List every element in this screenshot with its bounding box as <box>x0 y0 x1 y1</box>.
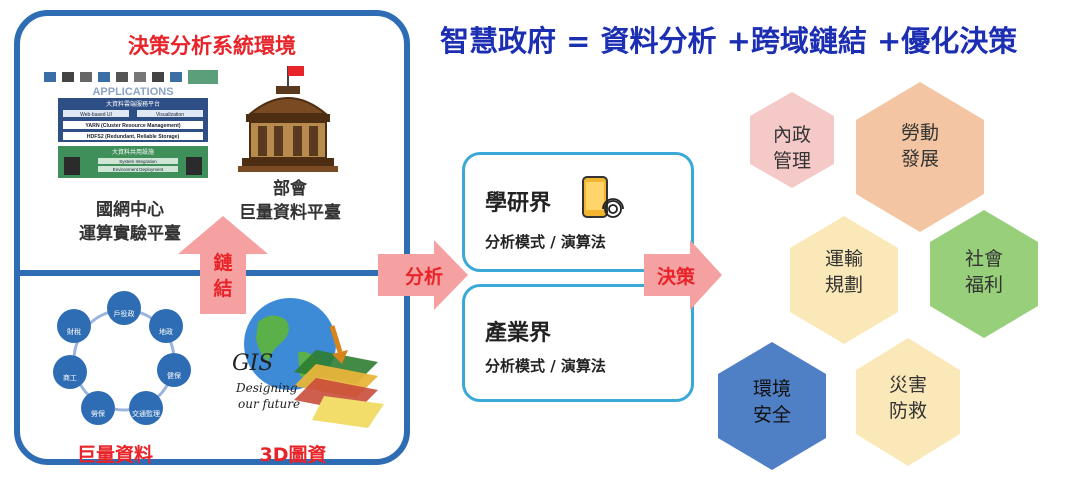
hexagon-interior-line1: 內政 <box>772 124 811 146</box>
wheel-item-traffic: 交通監理 <box>132 409 160 418</box>
platform-label: 大資料雲端服務平台 <box>106 100 160 108</box>
visualization-label: Visualization <box>156 112 184 118</box>
hexagon-disaster-label: 災害 防救 <box>868 372 948 424</box>
wheel-item-commerce: 商工 <box>63 373 77 382</box>
yarn-label: YARN (Cluster Resource Management) <box>85 123 180 129</box>
data-source-wheel: 戶役政 地政 健保 交通監理 勞保 商工 財稅 <box>53 291 191 425</box>
wheel-item-health: 健保 <box>167 371 181 380</box>
nchc-caption: 國網中心 運算實驗平臺 <box>40 198 220 246</box>
web-ui-label: Web-based UI <box>80 112 112 118</box>
link-arrow-label-line1: 鏈 <box>213 252 233 274</box>
nchc-caption-line1: 國網中心 <box>96 200 164 220</box>
gis-tagline-1: Designing <box>235 381 298 395</box>
system-environment-box <box>14 10 410 465</box>
application-icons <box>44 70 218 84</box>
hexagon-transport-line2: 規劃 <box>824 274 863 296</box>
hexagon-welfare <box>930 210 1038 338</box>
academia-title: 學研界 <box>485 191 552 216</box>
hexagon-transport-label: 運輸 規劃 <box>804 246 884 298</box>
industry-box: 產業界 分析模式 / 演算法 <box>462 284 694 402</box>
wheel-item-tax: 財稅 <box>67 327 81 336</box>
decision-arrow-label: 決策 <box>656 266 695 288</box>
hexagon-transport-line1: 運輸 <box>824 248 863 270</box>
hexagon-transport <box>790 216 898 344</box>
analysis-arrow-label: 分析 <box>404 266 443 288</box>
hexagon-interior-line2: 管理 <box>772 150 811 172</box>
hexagon-disaster-line2: 防救 <box>888 400 927 422</box>
academia-box: 學研界 分析模式 / 演算法 <box>462 152 694 272</box>
ministry-caption-line1: 部會 <box>273 179 307 199</box>
hexagon-interior <box>750 92 834 188</box>
analysis-arrow <box>378 240 468 310</box>
hexagon-labor-line2: 發展 <box>900 148 939 170</box>
hexagon-disaster-line1: 災害 <box>888 374 927 396</box>
page-title: 智慧政府 = 資料分析 +跨域鏈結 +優化決策 <box>440 24 1018 58</box>
hexagon-welfare-line2: 福利 <box>964 274 1003 296</box>
ministry-caption: 部會 巨量資料平臺 <box>205 177 375 225</box>
wheel-item-household: 戶役政 <box>114 309 135 318</box>
deployment-label: Environment Deployment <box>113 167 164 172</box>
hexagon-interior-label: 內政 管理 <box>752 122 832 174</box>
system-integration-label: System Integration <box>119 159 157 164</box>
industry-subtitle: 分析模式 / 演算法 <box>485 357 606 375</box>
wheel-nodes <box>53 291 191 425</box>
applications-label: APPLICATIONS <box>92 86 173 98</box>
fingerprint-phone-icon <box>582 176 624 218</box>
hexagon-disaster <box>856 338 960 466</box>
wheel-item-land: 地政 <box>159 327 173 336</box>
industry-title: 產業界 <box>485 321 552 346</box>
nchc-stack-diagram: APPLICATIONS 大資料雲端服務平台 Web-based UI Visu… <box>44 70 218 178</box>
wheel-item-labor: 勞保 <box>91 409 105 418</box>
system-title: 決策分析系統環境 <box>128 34 296 58</box>
government-building-icon <box>238 66 338 172</box>
ministry-caption-line2: 巨量資料平臺 <box>239 203 341 223</box>
hexagon-labor <box>856 82 984 232</box>
gis-logo: GIS <box>232 351 273 376</box>
decision-arrow <box>644 240 722 310</box>
hdfs-label: HDFS2 (Redundant, Reliable Storage) <box>87 134 180 140</box>
hexagon-environment-line1: 環境 <box>752 378 791 400</box>
link-arrow-label: 鏈 結 <box>200 250 246 302</box>
gis-3d-label: 3D圖資 <box>259 444 327 466</box>
nchc-caption-line2: 運算實驗平臺 <box>79 224 181 244</box>
policy-hexagons <box>718 82 1038 470</box>
hexagon-welfare-label: 社會 福利 <box>944 246 1024 298</box>
link-arrow <box>178 216 268 314</box>
hexagon-environment-label: 環境 安全 <box>732 376 812 428</box>
link-arrow-label-line2: 結 <box>213 278 233 300</box>
hexagon-labor-line1: 勞動 <box>900 122 939 144</box>
gis-illustration: GIS Designing our future <box>232 298 384 428</box>
big-data-label: 巨量資料 <box>76 444 153 466</box>
hexagon-welfare-line1: 社會 <box>964 248 1003 270</box>
hexagon-labor-label: 勞動 發展 <box>880 120 960 172</box>
hexagon-environment <box>718 342 826 470</box>
academia-subtitle: 分析模式 / 演算法 <box>485 233 606 251</box>
gis-tagline-2: our future <box>238 397 300 411</box>
hexagon-environment-line2: 安全 <box>752 404 791 426</box>
infra-label: 大資料共用設施 <box>112 148 154 156</box>
